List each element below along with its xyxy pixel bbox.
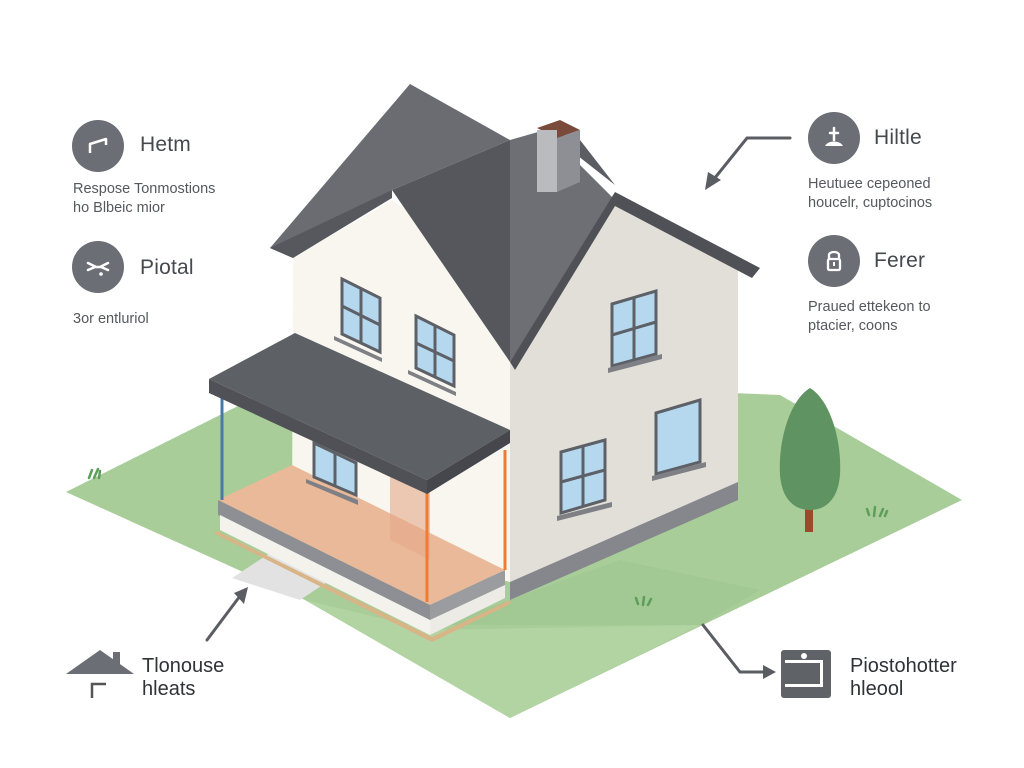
callout-description: Praued ettekeon to <box>808 299 931 315</box>
callout-title: hleool <box>850 678 904 700</box>
callout-description: houcelr, cuptocinos <box>808 195 933 211</box>
windows <box>312 276 702 516</box>
main-roof <box>270 84 760 370</box>
callout-description: Respose Tonmostions <box>73 181 216 197</box>
tree <box>779 388 841 532</box>
roof-outline-icon <box>72 120 124 172</box>
padlock-icon <box>808 235 860 287</box>
callout-description: 3or entluriol <box>73 311 149 327</box>
callout-title: Piotal <box>140 256 194 279</box>
callout-title: Hetm <box>140 133 191 156</box>
window-sills <box>306 336 706 521</box>
weather-vane-icon <box>808 112 860 164</box>
house-icon <box>66 650 134 698</box>
drone-icon <box>72 241 124 293</box>
callout-title: Hiltle <box>874 126 922 149</box>
callout-description: ho Blbeic mior <box>73 200 165 216</box>
arrow-heads <box>234 172 776 679</box>
chimney <box>537 120 580 192</box>
callout-title: Tlonouse <box>142 655 225 677</box>
panel-icon <box>781 650 831 698</box>
callout-description: ptacier, coons <box>808 318 898 334</box>
callout-title: Ferer <box>874 249 926 272</box>
porch-roof <box>209 333 510 494</box>
callout-arrows <box>205 136 792 674</box>
grass-tufts <box>87 467 889 607</box>
callout-description: Heutuee cepeoned <box>808 176 931 192</box>
callout-title: Piostohotter <box>850 655 957 677</box>
callout-title: hleats <box>142 678 196 700</box>
